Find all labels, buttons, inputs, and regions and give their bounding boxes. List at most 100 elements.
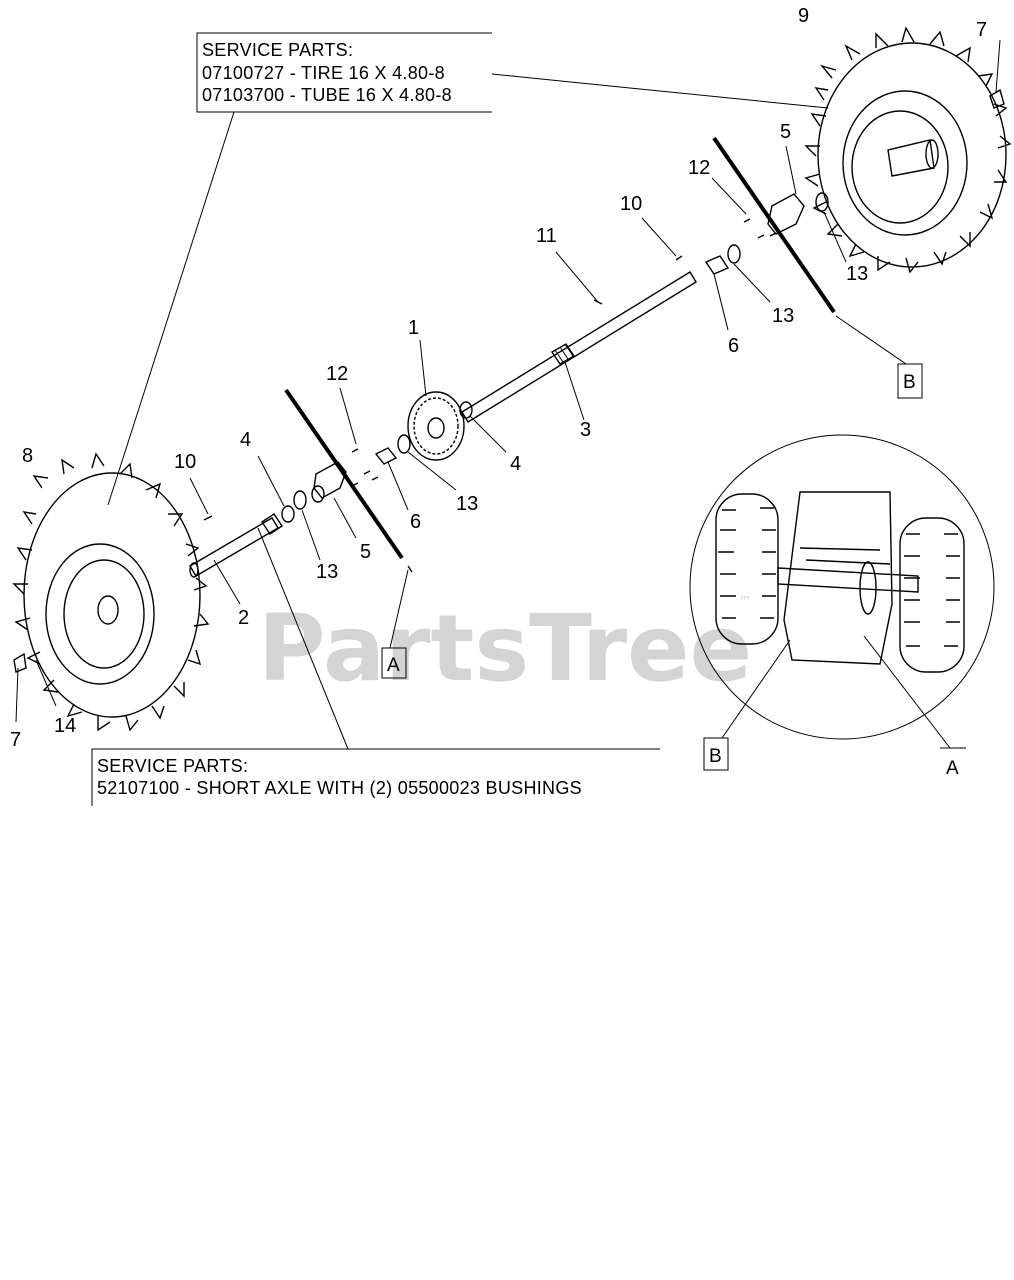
leader-4-left (257, 455, 285, 507)
svg-text:B: B (903, 372, 916, 393)
washer-13-right-inner (727, 244, 741, 264)
leader-line-short-axle (257, 527, 349, 750)
right-valve-cap (989, 88, 1005, 109)
inset-circle (689, 434, 995, 740)
inset-leader-a (863, 635, 951, 749)
callout-11: 11 (536, 225, 557, 247)
inset-axle (777, 567, 919, 593)
gear-teeth (413, 397, 459, 455)
callout-10-left: 10 (174, 451, 196, 473)
leader-13-left (301, 509, 321, 561)
cotter-pin-11 (593, 299, 603, 305)
long-axle (461, 271, 697, 423)
callout-7-left: 7 (10, 729, 21, 751)
service-part-tube: 07103700 - TUBE 16 X 4.80-8 (202, 85, 452, 105)
leader-3 (564, 361, 585, 421)
long-axle-spline (551, 343, 575, 365)
leader-5-right (785, 145, 797, 195)
callout-numbers: 1 2 3 4 4 5 5 6 6 7 7 8 9 10 10 11 12 12… (10, 5, 987, 751)
service-box-frame-axle (91, 748, 660, 806)
callout-6-right: 6 (728, 335, 739, 357)
bolts-12-right (743, 218, 777, 239)
gear-hub (427, 417, 445, 439)
callout-13-right-outer: 13 (846, 263, 868, 285)
leader-10-right (641, 217, 677, 257)
leader-1 (419, 339, 427, 397)
washer-13-left (293, 490, 307, 510)
leader-11 (555, 251, 599, 303)
callout-13-center: 13 (456, 493, 478, 515)
bolts-12-left (351, 448, 379, 487)
callout-5-left: 5 (360, 541, 371, 563)
tread-lugs (804, 26, 1012, 274)
short-axle-end (189, 562, 199, 578)
left-rim-outer (45, 543, 155, 685)
right-rim-outer (842, 90, 968, 236)
bushing-4-upper (459, 401, 473, 419)
service-box-frame (196, 32, 492, 113)
short-axle (189, 513, 283, 578)
washer-13-center (397, 434, 411, 454)
right-tire-treads (804, 26, 1012, 274)
drive-gear (407, 391, 465, 461)
long-axle-shaft (461, 271, 697, 423)
short-axle-spline (261, 513, 283, 535)
right-hub-end (925, 139, 939, 169)
leader-13-right-outer (823, 211, 847, 263)
service-part-short-axle: 52107100 - SHORT AXLE WITH (2) 05500023 … (97, 778, 582, 798)
leader-13-center (407, 451, 457, 491)
callout-3: 3 (580, 419, 591, 441)
bearing-bracket-5-right (767, 193, 805, 235)
callout-9: 9 (798, 5, 809, 27)
inset-reference-b: B (703, 737, 729, 771)
leader-6-right (713, 273, 729, 331)
bearing-6-right (704, 255, 730, 275)
leader-14 (35, 659, 57, 707)
leader-4-right (469, 415, 507, 453)
callout-5-right: 5 (780, 121, 791, 143)
callout-13-right-inner: 13 (772, 305, 794, 327)
left-hub (97, 595, 119, 625)
callout-12-left: 12 (326, 363, 348, 385)
leader-12-right (711, 177, 747, 215)
callout-4-left: 4 (240, 429, 251, 451)
svg-text:A: A (387, 655, 400, 676)
leader-12-left (339, 387, 357, 445)
leader-b (835, 315, 907, 365)
frame-section-b (712, 136, 836, 314)
right-tire-outer (817, 42, 1007, 268)
leader-2 (213, 559, 241, 605)
callout-14: 14 (54, 715, 76, 737)
inset-leader-b (721, 639, 791, 739)
watermark-text: PartsTree (258, 595, 752, 702)
left-tire-outer (23, 472, 201, 718)
leader-13-right-inner (733, 263, 771, 303)
cotter-pin-10-right (675, 255, 683, 261)
leader-a (389, 569, 409, 649)
leader-5-left (333, 497, 357, 539)
leader-line-tire-left (107, 111, 235, 506)
inset-right-tire (899, 517, 965, 673)
service-box-title-axle: SERVICE PARTS: (97, 756, 248, 776)
frame-section-a (284, 388, 404, 560)
watermark: PartsTree ™ (258, 594, 752, 702)
leader-7-left (15, 667, 19, 723)
right-wheel-assembly (804, 26, 1012, 274)
callout-4-right: 4 (510, 453, 521, 475)
reference-box-a: A (381, 647, 407, 679)
inset-gear (859, 561, 877, 615)
callout-8: 8 (22, 445, 33, 467)
gear-outer (407, 391, 465, 461)
callout-6-left: 6 (410, 511, 421, 533)
cotter-pin-10-left (203, 515, 213, 521)
leader-6-left (387, 461, 409, 511)
bushing-4-lower (281, 505, 295, 523)
bearing-6-left (374, 447, 398, 465)
watermark-trademark: ™ (738, 594, 752, 610)
leader-line-tire-right (491, 73, 829, 109)
service-box-title: SERVICE PARTS: (202, 40, 353, 60)
service-parts-box-axle: SERVICE PARTS: 52107100 - SHORT AXLE WIT… (91, 748, 660, 806)
left-valve-cap (13, 652, 27, 673)
left-tread-lugs (12, 452, 210, 732)
